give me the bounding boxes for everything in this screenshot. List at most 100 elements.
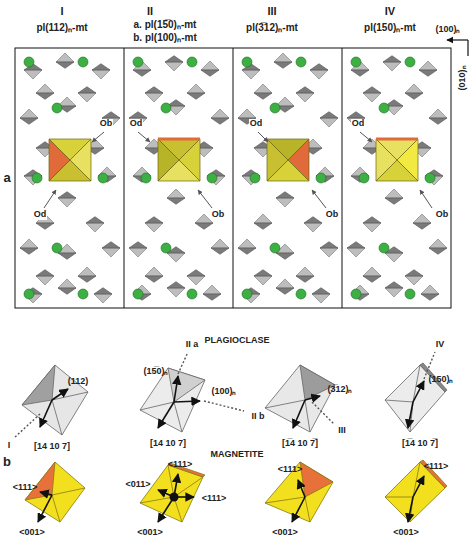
tetrahedron <box>36 93 54 99</box>
tetrahedron <box>304 217 322 223</box>
orientation-label: I <box>8 441 11 451</box>
tetrahedron <box>276 288 294 294</box>
tetrahedron <box>78 276 96 282</box>
tetrahedron <box>405 93 423 99</box>
tetrahedron <box>102 242 120 248</box>
tetrahedron <box>363 93 381 102</box>
tetrahedron <box>211 109 229 118</box>
tetrahedron <box>347 112 365 118</box>
tetrahedron <box>383 56 401 62</box>
plane-label: (100)ₙ <box>211 387 236 397</box>
cation-sphere <box>296 289 306 299</box>
panel-letter: a <box>3 171 10 185</box>
tetrahedron <box>296 93 314 102</box>
tetrahedron <box>102 248 120 257</box>
cation-sphere <box>78 57 88 67</box>
tetrahedron <box>429 109 447 118</box>
leader-line <box>138 132 150 142</box>
tetrahedron <box>421 294 439 300</box>
tetrahedron <box>145 93 163 102</box>
orientation-label: II a <box>186 340 199 350</box>
tetrahedron <box>347 248 365 257</box>
panel-title: pl(112)ₙ-mt <box>36 22 87 33</box>
leader-line <box>312 190 326 208</box>
cation-sphere <box>133 57 143 67</box>
tetrahedron <box>20 109 38 118</box>
cation-sphere <box>242 289 252 299</box>
tetrahedron <box>363 217 381 223</box>
tetrahedron <box>429 118 447 124</box>
plane-label: (3̅12)ₙ <box>327 385 352 395</box>
panel-number: I <box>60 5 63 17</box>
tetrahedron <box>310 64 328 70</box>
tetrahedron <box>347 242 365 248</box>
section-title: PLAGIOCLASE <box>204 336 269 346</box>
tetrahedron <box>36 270 54 276</box>
cation-sphere <box>32 173 42 183</box>
panel-number: III <box>267 5 276 17</box>
leader-line <box>198 190 212 208</box>
cell-divider <box>233 48 234 308</box>
tetrahedron <box>20 248 38 254</box>
cation-sphere <box>24 289 34 299</box>
panel-number: IV <box>385 5 395 17</box>
tetrahedron <box>58 288 76 294</box>
tetrahedron <box>58 253 76 259</box>
direction-label: <001> <box>137 528 163 538</box>
tetrahedron <box>320 112 338 118</box>
panel-title: a. pl(15̅0)ₙ-mt <box>134 19 197 30</box>
tetrahedron <box>429 248 447 254</box>
direction-label: <011> <box>125 480 150 490</box>
cation-sphere <box>405 57 415 67</box>
cation-sphere <box>52 243 62 253</box>
tetrahedron <box>274 62 292 68</box>
direction-label: <001> <box>393 528 419 538</box>
oxygen-label: Ob <box>211 210 226 220</box>
tetrahedron <box>203 294 221 300</box>
oxygen-label: Ob <box>99 119 114 129</box>
leader-line <box>420 190 432 208</box>
tetrahedron <box>254 223 272 229</box>
tetrahedron <box>58 198 76 207</box>
tetrahedron <box>36 84 54 93</box>
tetrahedron <box>211 118 229 124</box>
tetrahedron <box>56 53 74 62</box>
cation-sphere <box>379 243 389 253</box>
tetrahedron <box>187 93 205 99</box>
tetrahedron <box>254 276 272 285</box>
tetrahedron <box>419 70 437 76</box>
tetrahedron <box>167 282 185 288</box>
tetrahedron <box>145 267 163 276</box>
cation-sphere <box>187 57 197 67</box>
tetrahedron <box>312 288 330 294</box>
tetrahedron <box>385 253 403 262</box>
tetrahedron <box>296 87 314 93</box>
oxygen-label: Od <box>33 210 48 220</box>
cation-sphere <box>207 173 217 183</box>
cation-sphere <box>98 173 108 183</box>
tetrahedron <box>238 109 256 118</box>
tetrahedron <box>405 270 423 276</box>
axis-label: (010)ₙ <box>458 65 468 90</box>
tetrahedron <box>413 214 431 223</box>
panel-title: pl(3̅12)ₙ-mt <box>246 22 298 33</box>
tetrahedron <box>274 53 292 62</box>
cell-divider <box>342 48 343 308</box>
tetrahedron <box>92 64 110 70</box>
tetrahedron <box>254 93 272 99</box>
direction-label: <111> <box>202 494 227 504</box>
section-title: MAGNETITE <box>211 450 264 460</box>
tetrahedron <box>133 70 151 76</box>
tetrahedron <box>276 192 294 198</box>
tetrahedron <box>405 276 423 285</box>
tetrahedron <box>363 276 381 282</box>
tetrahedron <box>167 198 185 204</box>
leader-line <box>360 132 372 142</box>
tetrahedron <box>296 267 314 276</box>
direction-label: [14 10 7] <box>150 439 186 449</box>
tetrahedron <box>78 87 96 93</box>
structure-frame <box>15 48 451 308</box>
cation-sphere <box>78 289 88 299</box>
octahedron-face <box>158 139 179 181</box>
tetrahedron <box>167 189 185 198</box>
